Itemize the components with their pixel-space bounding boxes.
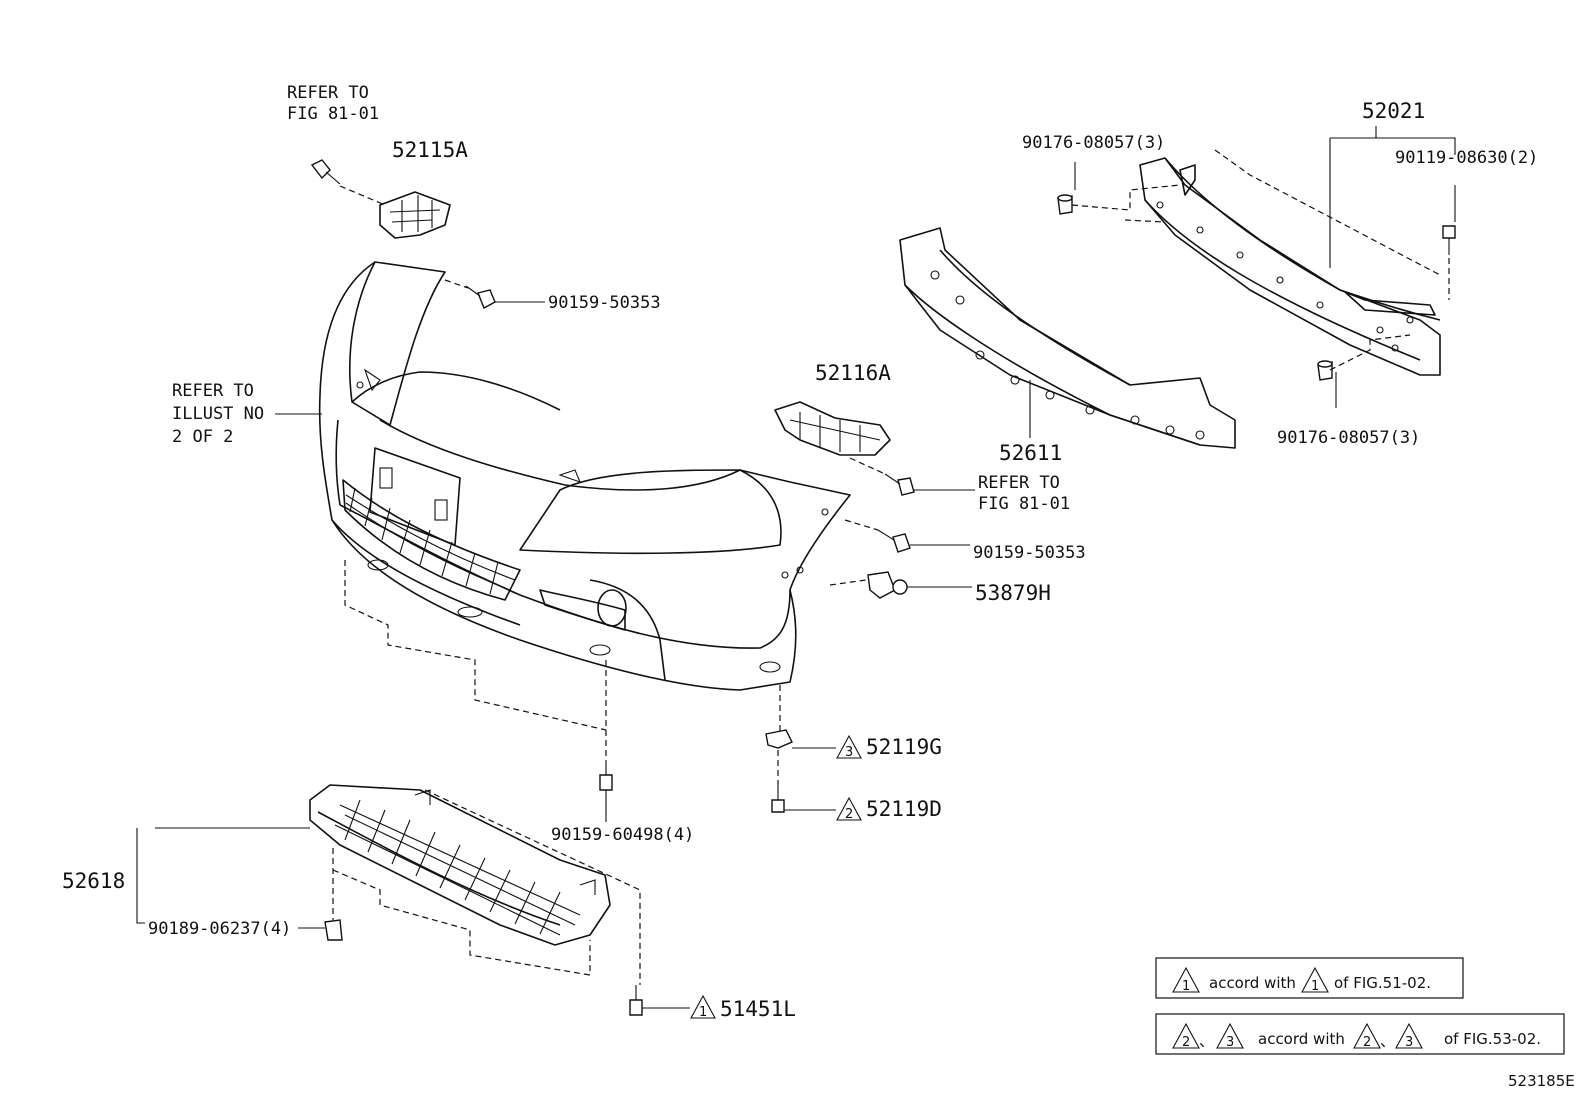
part-90159-50353-mid-label: 90159-50353 — [973, 543, 1086, 563]
marker-triangle-51451L — [690, 994, 716, 1019]
part-52119G-label: 52119G — [866, 735, 942, 759]
refer-illust-line3: 2 OF 2 — [172, 427, 233, 447]
note1-marker-a: 1 — [1182, 979, 1190, 994]
marker-51451L-number: 1 — [699, 1005, 707, 1020]
note2-marker-c: 2 — [1363, 1035, 1371, 1050]
clip-90176-bot-icon — [1317, 360, 1333, 381]
part-52021-label: 52021 — [1362, 99, 1425, 123]
marker-triangle-52119D — [836, 796, 862, 821]
bolt-top-left-icon — [310, 159, 341, 185]
undercover-52618-drawing — [309, 784, 611, 946]
part-90176-08057-bot-label: 90176-08057(3) — [1277, 428, 1420, 448]
part-90159-60498-label: 90159-60498(4) — [551, 825, 694, 845]
part-52115A-label: 52115A — [392, 138, 468, 162]
refer-fig-top-line1: REFER TO — [287, 83, 369, 103]
marker-triangle-52119G — [836, 734, 862, 759]
note2-sep2: 、 — [1380, 1032, 1395, 1050]
note2-marker-d: 3 — [1405, 1035, 1413, 1050]
note1-marker-b: 1 — [1311, 979, 1319, 994]
reinforcement-52021-drawing — [1139, 157, 1441, 376]
part-52119D-label: 52119D — [866, 797, 942, 821]
note1-suffix: of FIG.51-02. — [1334, 974, 1431, 992]
part-90176-08057-top-label: 90176-08057(3) — [1022, 133, 1165, 153]
screw-90159-60498-icon — [599, 760, 613, 791]
note2-sep: 、 — [1199, 1032, 1214, 1050]
refer-fig-mid-line1: REFER TO — [978, 473, 1060, 493]
bolt-90119-icon — [1442, 225, 1456, 255]
screw-52119D-icon — [771, 785, 785, 813]
part-53879H-label: 53879H — [975, 581, 1051, 605]
part-90119-08630-label: 90119-08630(2) — [1395, 148, 1538, 168]
bolt-mid-icon — [884, 473, 915, 496]
clip-52119G-icon — [765, 729, 793, 749]
refer-illust-line2: ILLUST NO — [172, 404, 264, 424]
nut-90189-icon — [324, 919, 343, 941]
part-90189-06237-label: 90189-06237(4) — [148, 919, 291, 939]
marker-52119D-number: 2 — [845, 807, 853, 822]
bracket-52115A-drawing — [379, 191, 451, 239]
part-51451L-label: 51451L — [720, 997, 796, 1021]
note2-marker-b: 3 — [1226, 1035, 1234, 1050]
note-box-2: 2 、 3 accord with 2 、 3 of FIG.53-02. — [1155, 1013, 1565, 1055]
absorber-52611-drawing — [899, 227, 1236, 449]
part-52611-label: 52611 — [999, 441, 1062, 465]
part-52116A-label: 52116A — [815, 361, 891, 385]
bracket-52116A-drawing — [774, 401, 891, 456]
refer-fig-top-line2: FIG 81-01 — [287, 104, 379, 124]
refer-illust-line1: REFER TO — [172, 381, 254, 401]
note2-text: accord with — [1258, 1030, 1345, 1048]
part-52618-label: 52618 — [62, 869, 125, 893]
bumper-cover-drawing — [318, 261, 851, 691]
assembly-lines — [332, 149, 1450, 985]
marker-52119G-number: 3 — [845, 745, 853, 760]
clip-53879H-icon — [867, 571, 908, 599]
screw-90159-50353-top-icon — [465, 285, 496, 309]
screw-51451L-icon — [629, 985, 643, 1016]
note2-suffix: of FIG.53-02. — [1444, 1030, 1541, 1048]
note1-text: accord with — [1209, 974, 1296, 992]
refer-fig-mid-line2: FIG 81-01 — [978, 494, 1070, 514]
note2-marker-a: 2 — [1182, 1035, 1190, 1050]
leader-lines — [136, 126, 1456, 1009]
clip-90176-top-icon — [1057, 194, 1073, 215]
part-90159-50353-top-label: 90159-50353 — [548, 293, 661, 313]
note-box-1: 1 accord with 1 of FIG.51-02. — [1155, 957, 1464, 999]
screw-90159-50353-mid-icon — [877, 529, 911, 553]
figure-id: 523185E — [1508, 1072, 1575, 1090]
